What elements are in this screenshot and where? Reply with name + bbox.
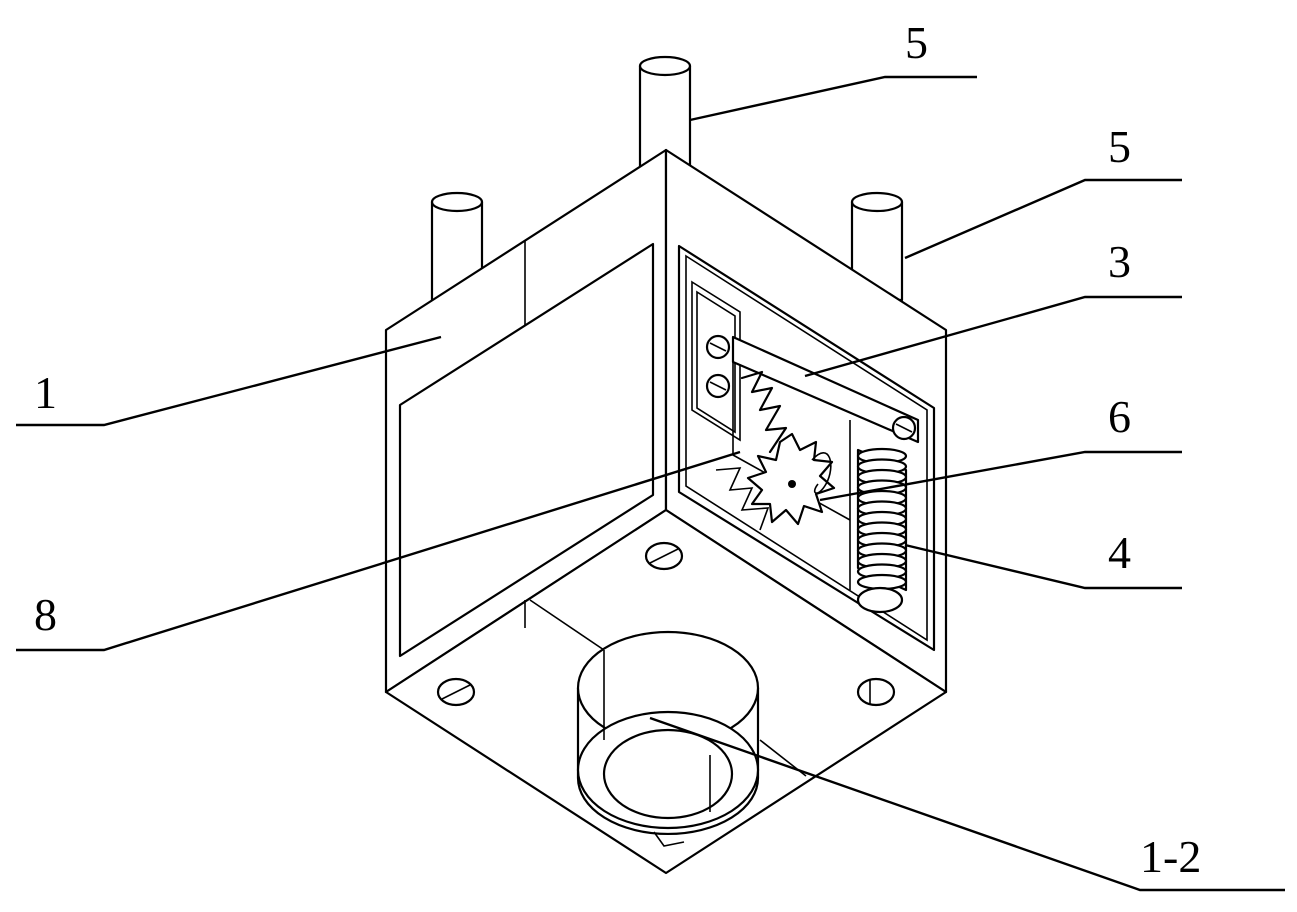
mechanism-window	[677, 244, 936, 652]
guide-post-right	[850, 191, 904, 302]
label-1: 1	[34, 367, 57, 418]
label-1-2: 1-2	[1140, 831, 1201, 882]
label-5-right: 5	[1108, 121, 1131, 172]
rack	[715, 370, 788, 531]
gear	[746, 432, 836, 526]
spring-hook	[811, 452, 832, 494]
label-4: 4	[1108, 527, 1131, 578]
screw-heads	[705, 334, 917, 441]
label-8: 8	[34, 589, 57, 640]
spring-coil	[856, 573, 908, 591]
label-3: 3	[1108, 236, 1131, 287]
spring	[856, 447, 908, 614]
label-5-top: 5	[905, 17, 928, 68]
seat-boss	[529, 599, 807, 847]
leader-lines	[16, 75, 1285, 892]
bottom-screws	[436, 541, 896, 707]
label-6: 6	[1108, 391, 1131, 442]
